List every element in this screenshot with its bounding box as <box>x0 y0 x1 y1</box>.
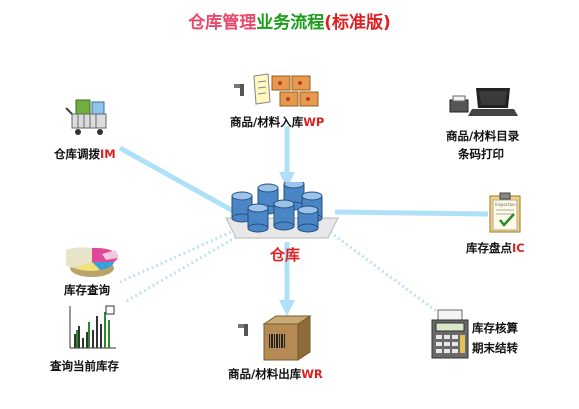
page-title: 仓库管理业务流程(标准版) <box>0 8 579 33</box>
barcode-label-line-2: 条码打印 <box>458 147 504 161</box>
inbound-code: WP <box>303 115 325 129</box>
closing-cash-register-icon <box>431 309 469 359</box>
outbound-code: WR <box>301 367 323 381</box>
outbound-box-icon <box>238 315 312 361</box>
inbound-label: 商品/材料入库WP <box>230 114 324 130</box>
inbound-text: 商品/材料入库 <box>230 115 304 129</box>
transfer-text: 仓库调拨 <box>54 147 100 161</box>
title-part-2: 业务流程 <box>256 13 325 33</box>
transfer-label: 仓库调拨IM <box>54 146 116 162</box>
barcode-label-line-1: 商品/材料目录 <box>446 129 520 143</box>
closing-label-line-2: 期末结转 <box>472 341 518 355</box>
stocktake-text: 库存盘点 <box>466 241 512 255</box>
transfer-connector <box>118 145 237 215</box>
current-stock-label: 查询当前库存 <box>50 359 119 373</box>
current-dotted-connector <box>124 230 246 304</box>
warehouse-database-icon <box>225 182 339 239</box>
warehouse-label: 仓库 <box>270 246 301 264</box>
closing-label-line-1: 库存核算 <box>472 321 518 335</box>
clipboard-text: Inspection <box>495 202 516 207</box>
stock-query-pie-chart-icon <box>66 247 118 277</box>
stocktake-code: IC <box>512 241 525 255</box>
stocktake-clipboard-icon: Inspection <box>489 192 521 233</box>
outbound-text: 商品/材料出库 <box>228 367 302 381</box>
closing-dotted-connector <box>329 230 441 316</box>
stocktake-label: 库存盘点IC <box>466 240 525 256</box>
transfer-code: IM <box>100 147 116 161</box>
title-part-1: 仓库管理 <box>188 13 257 33</box>
query-label: 库存查询 <box>64 283 110 297</box>
outbound-label: 商品/材料出库WR <box>228 366 323 382</box>
query-dotted-connector <box>119 226 241 284</box>
barcode-printer-laptop-icon <box>449 88 518 116</box>
current-stock-bar-chart-icon <box>69 305 116 349</box>
inbound-boxes-icon <box>234 73 319 107</box>
stocktake-connector <box>334 209 489 217</box>
title-part-3: (标准版) <box>324 13 391 33</box>
transfer-cart-icon <box>65 99 107 135</box>
